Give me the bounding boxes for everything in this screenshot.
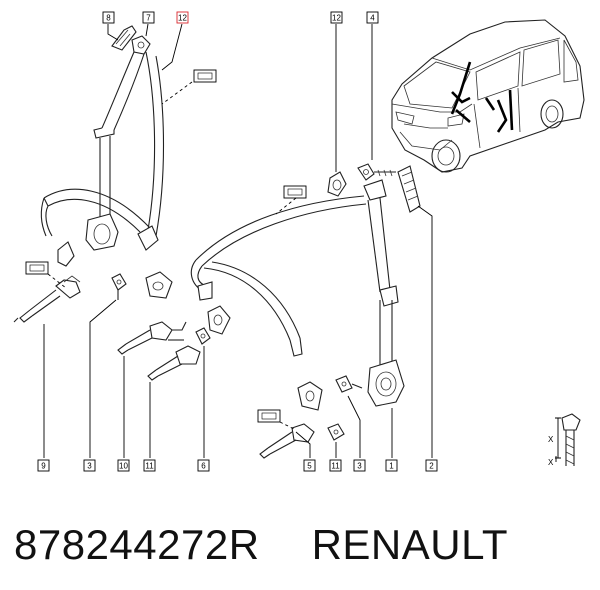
callout-number: 5 xyxy=(307,461,312,470)
callout-number: 2 xyxy=(429,461,434,470)
rear-belt-assembly xyxy=(40,25,165,300)
callout-c6: 6 xyxy=(197,459,210,472)
callout-c2: 2 xyxy=(425,459,438,472)
upper-guide-bracket xyxy=(111,25,137,51)
callout-number: 4 xyxy=(370,13,375,22)
callout-c11b: 11 xyxy=(329,459,342,472)
callout-c8: 8 xyxy=(102,11,115,24)
height-adjuster xyxy=(397,165,421,213)
callout-c4: 4 xyxy=(366,11,379,24)
part-reference: 878244272R RENAULT xyxy=(14,515,508,575)
callout-number: 3 xyxy=(357,461,362,470)
torque-specification-icon: X X xyxy=(548,413,581,467)
part-number: 878244272R xyxy=(14,521,260,568)
callout-c12b: 12 xyxy=(330,11,343,24)
buckle-center-left xyxy=(117,271,187,355)
torque-label-lower: X xyxy=(548,458,554,467)
buckle-left xyxy=(13,275,81,323)
callout-number: 10 xyxy=(119,461,128,470)
callout-number: 12 xyxy=(178,13,187,22)
front-belt-assembly xyxy=(190,163,421,407)
callout-number: 11 xyxy=(145,461,154,470)
callout-number: 6 xyxy=(201,461,206,470)
upper-anchor xyxy=(131,35,151,55)
buckle-center xyxy=(147,305,231,381)
callout-c7: 7 xyxy=(142,11,155,24)
callout-c11a: 11 xyxy=(143,459,156,472)
callout-c5: 5 xyxy=(303,459,316,472)
callout-number: 11 xyxy=(331,461,340,470)
callout-number: 3 xyxy=(87,461,92,470)
callout-c3b: 3 xyxy=(353,459,366,472)
brand-name: RENAULT xyxy=(311,521,508,568)
callout-c1: 1 xyxy=(385,459,398,472)
callout-number: 7 xyxy=(146,13,151,22)
callout-number: 9 xyxy=(41,461,46,470)
callout-c9: 9 xyxy=(37,459,50,472)
tongue-plate xyxy=(145,271,173,299)
front-retractor xyxy=(367,359,405,407)
callout-c12a: 12 xyxy=(176,11,189,24)
label-boxes xyxy=(25,69,307,423)
callout-number: 8 xyxy=(106,13,111,22)
leader-lines xyxy=(43,23,433,458)
callout-c3a: 3 xyxy=(83,459,96,472)
callout-number: 1 xyxy=(389,461,394,470)
vehicle-illustration xyxy=(391,19,585,173)
rear-retractor xyxy=(85,213,119,251)
buckle-front xyxy=(259,381,345,459)
callout-number: 12 xyxy=(332,13,341,22)
callout-c10: 10 xyxy=(117,459,130,472)
torque-label: X xyxy=(548,435,554,444)
